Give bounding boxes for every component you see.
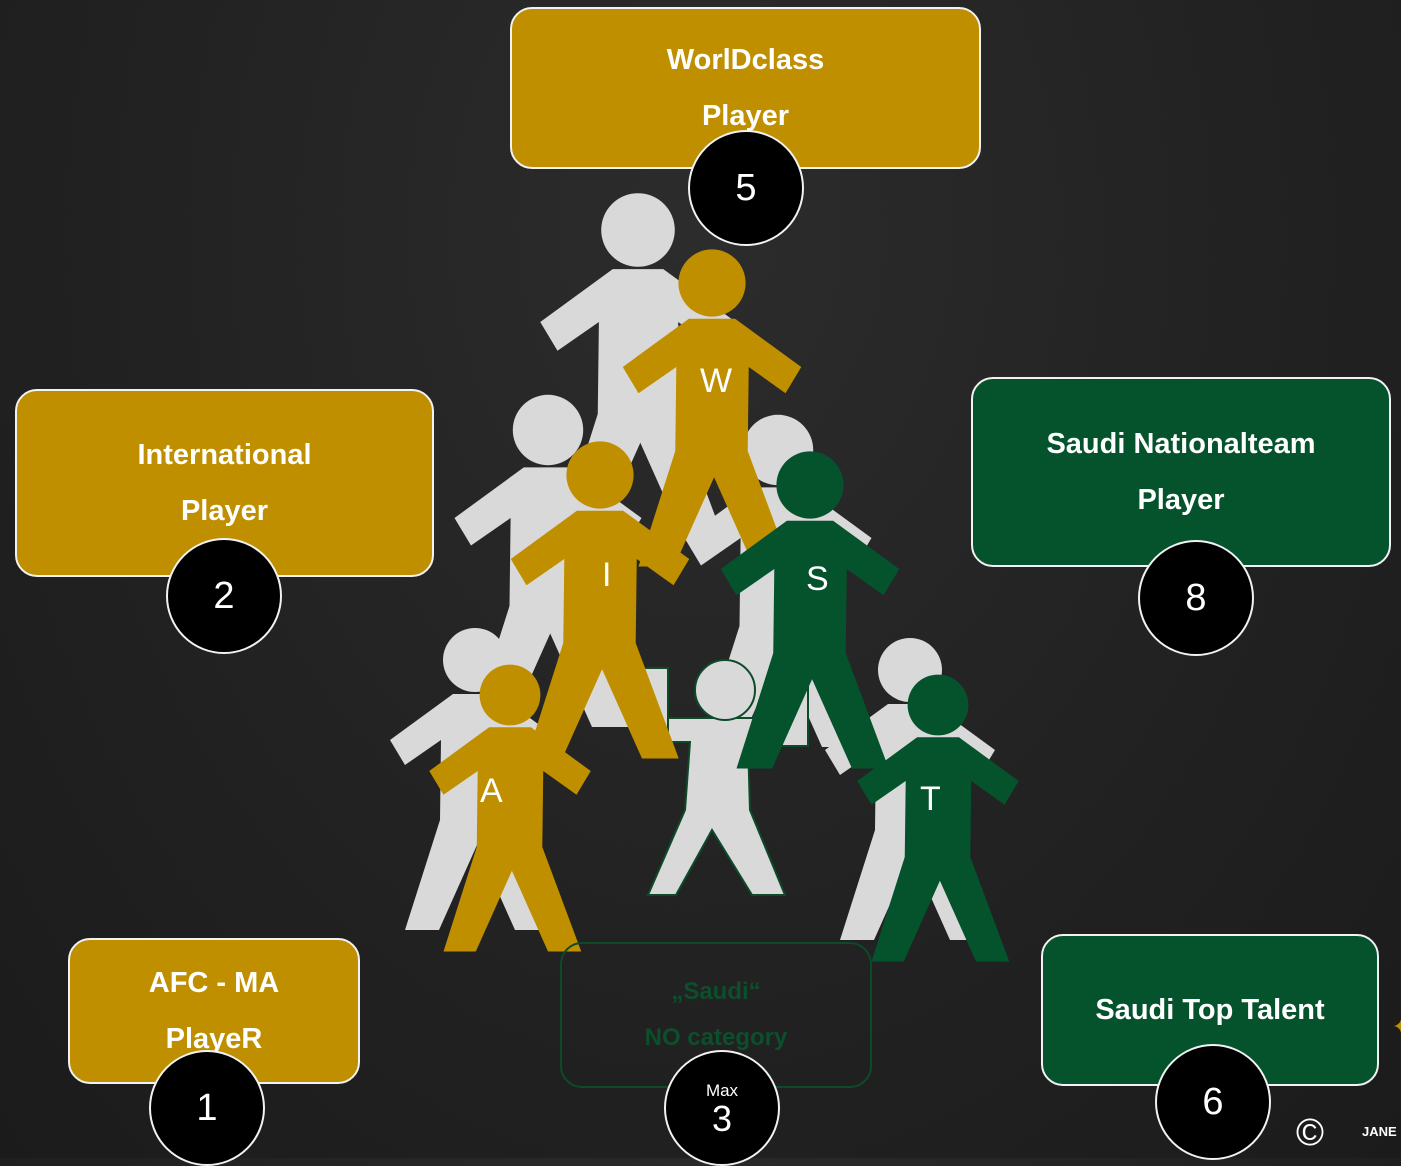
saudi-nationalteam-number: 8: [1138, 540, 1254, 656]
worldclass-number-text: 5: [735, 166, 757, 209]
worldclass-line1: WorlDclass: [666, 44, 825, 76]
international-number: 2: [166, 538, 282, 654]
saudi-nocategory-number-text: 3: [711, 1098, 733, 1139]
international-number-text: 2: [213, 574, 235, 617]
afc-number-text: 1: [196, 1086, 218, 1129]
saudi-nationalteam-number-text: 8: [1185, 576, 1207, 619]
afc-number: 1: [149, 1050, 265, 1166]
afc-line2: PlayeR: [165, 1023, 263, 1055]
star-logo-icon: ✦: [1392, 1014, 1401, 1040]
afc-line1: AFC - MA: [148, 967, 280, 999]
figure-label-s: S: [806, 560, 829, 598]
figure-label-t: T: [920, 780, 941, 818]
saudi-top-talent-number: 6: [1155, 1044, 1271, 1160]
saudi-nocategory-number: Max 3: [664, 1050, 780, 1166]
figure-label-w: W: [700, 362, 732, 400]
worldclass-line2: Player: [701, 100, 790, 132]
saudi-top-talent-line1: Saudi Top Talent: [1095, 994, 1325, 1026]
saudi-nocategory-number-prefix: Max: [705, 1081, 739, 1100]
worldclass-number: 5: [688, 130, 804, 246]
author-label: JANE: [1362, 1124, 1397, 1139]
saudi-nocategory-line1: „Saudi“: [671, 978, 761, 1005]
international-line2: Player: [180, 495, 269, 527]
saudi-nationalteam-line1: Saudi Nationalteam: [1046, 428, 1316, 460]
saudi-nocategory-line2: NO category: [644, 1024, 788, 1051]
international-line1: International: [137, 439, 312, 471]
saudi-top-talent-number-text: 6: [1202, 1080, 1224, 1123]
copyright-symbol: ©: [1296, 1112, 1324, 1154]
saudi-nationalteam-line2: Player: [1137, 484, 1225, 516]
international-box: International Player: [15, 389, 434, 577]
figure-label-i: I: [602, 556, 611, 594]
figure-label-a: A: [480, 772, 503, 810]
saudi-nationalteam-box: Saudi Nationalteam Player: [971, 377, 1391, 567]
